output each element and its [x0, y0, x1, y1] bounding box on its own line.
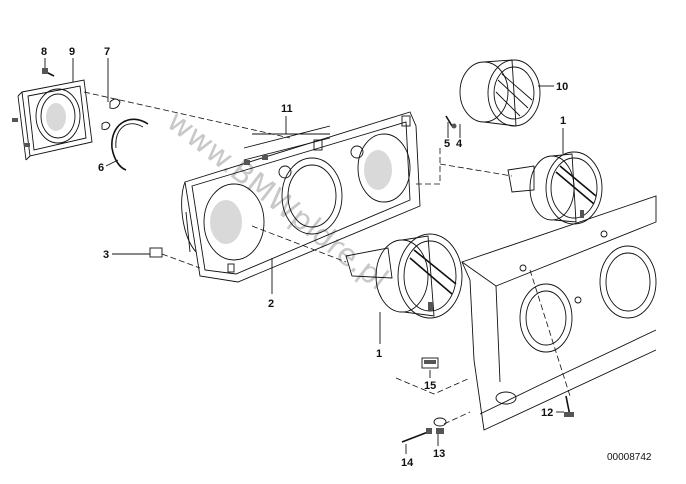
part-6-retaining-arc	[111, 118, 149, 171]
part-12-screw	[564, 395, 574, 417]
callout-11: 11	[281, 103, 293, 115]
callout-12: 12	[541, 407, 553, 419]
part-1-gauge-lower	[345, 233, 463, 319]
callout-2: 2	[268, 298, 274, 310]
part-2-instrument-carrier	[181, 111, 421, 283]
callout-7: 7	[104, 46, 110, 58]
part-10-gauge-glass	[459, 59, 541, 127]
part-1-gauge-upper	[507, 151, 603, 225]
callout-5: 5	[444, 138, 450, 150]
callout-13: 13	[433, 448, 445, 460]
part-9-gauge-ring	[12, 79, 93, 161]
callout-3: 3	[103, 249, 109, 261]
part-11-studs	[243, 125, 331, 165]
part-8-screw	[42, 68, 55, 77]
part-7-clip	[101, 98, 121, 130]
callout-14: 14	[401, 457, 414, 469]
callout-6: 6	[98, 162, 104, 174]
callout-1-lower: 1	[376, 348, 382, 360]
part-15-clip	[421, 357, 439, 369]
watermark-text: www.BMWpldre.pl	[160, 104, 394, 298]
callout-1-upper: 1	[560, 115, 566, 127]
callout-10: 10	[556, 81, 568, 93]
reference-number: 00008742	[607, 452, 652, 463]
part-13-washer	[433, 417, 447, 434]
callout-4: 4	[456, 138, 463, 150]
dashboard-housing	[461, 195, 657, 431]
callout-15: 15	[424, 380, 436, 392]
part-14-screw	[401, 428, 432, 443]
callout-9: 9	[69, 46, 75, 58]
part-5-4-screw	[445, 115, 457, 129]
callout-8: 8	[41, 46, 47, 58]
part-3-clip	[149, 247, 201, 269]
